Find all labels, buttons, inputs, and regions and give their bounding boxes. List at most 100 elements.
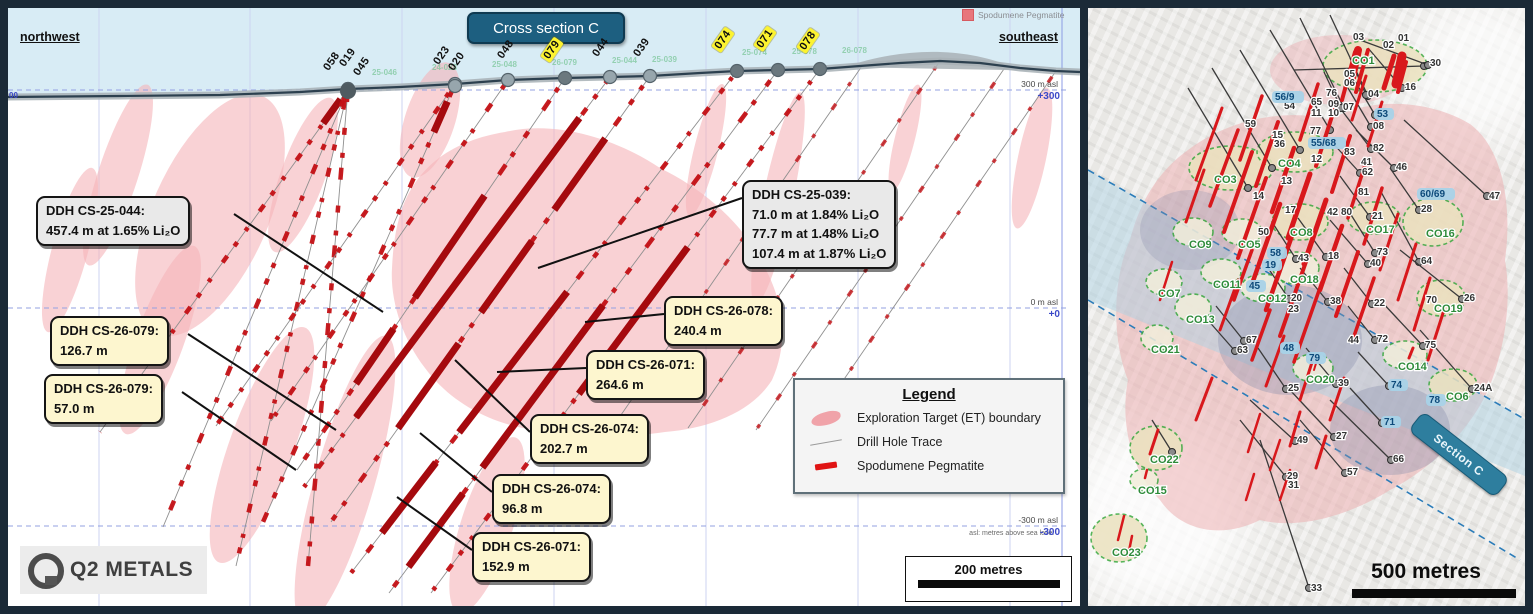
pegmatite-interval-dashes — [260, 83, 458, 523]
callout-line: 96.8 m — [502, 500, 543, 516]
pegmatite-interval-dashes — [98, 87, 350, 434]
pegmatite-intercept-bar — [353, 115, 583, 420]
map-drill-trace — [1323, 71, 1342, 109]
callout-line: 457.4 m at 1.65% Li₂O — [46, 222, 181, 238]
map-pegmatite-dike — [1194, 376, 1214, 422]
map-collar-dot — [1368, 300, 1376, 308]
marker-label-45: 45 — [1249, 281, 1261, 292]
target-label-CO3: CO3 — [1214, 174, 1237, 186]
drill-collar — [812, 61, 828, 77]
map-drill-trace — [1239, 49, 1301, 151]
callout-line: DDH CS-26-079: — [60, 323, 159, 338]
map-drill-trace — [1379, 299, 1424, 347]
map-drill-trace — [1249, 399, 1296, 442]
asl-footnote: asl: metres above sea level — [969, 530, 1054, 537]
map-drill-trace — [1403, 119, 1488, 197]
map-pegmatite-dike — [1246, 412, 1262, 454]
pegmatite-intercept-bar — [478, 238, 535, 315]
target-label-CO6: CO6 — [1446, 391, 1469, 403]
map-drill-trace — [1271, 221, 1297, 260]
marker-label-04: 04 — [1368, 89, 1380, 100]
ghost-hole-label: 26-079 — [552, 58, 577, 67]
target-label-CO23: CO23 — [1112, 547, 1141, 559]
target-label-CO11: CO11 — [1213, 279, 1241, 291]
pegmatite-intercept-bar — [379, 460, 439, 535]
map-pegmatite-dike — [1148, 428, 1160, 456]
marker-label-38: 38 — [1330, 296, 1342, 307]
marker-label-50: 50 — [1258, 227, 1270, 238]
target-label-CO7: CO7 — [1158, 288, 1181, 300]
map-pegmatite-dike — [1126, 534, 1134, 558]
map-drill-trace — [1419, 329, 1473, 390]
callout-line: DDH CS-26-074: — [540, 421, 639, 436]
direction-southeast: southeast — [998, 30, 1058, 44]
map-collar-dot — [1268, 164, 1276, 172]
map-collar-dot — [1168, 448, 1176, 456]
target-label-CO16: CO16 — [1426, 228, 1455, 240]
elevation-label: 300 m asl — [1021, 79, 1058, 89]
mini-legend-label: Spodumene Pegmatite — [978, 10, 1065, 20]
marker-label-39: 39 — [1338, 378, 1350, 389]
callout-leader-line — [454, 359, 531, 433]
callout-line: 107.4 m at 1.87% Li₂O — [752, 245, 887, 261]
map-pegmatite-dike — [1362, 186, 1384, 246]
marker-label-18: 18 — [1328, 251, 1340, 262]
callout-leader-line — [496, 367, 587, 373]
map-drill-trace — [1299, 267, 1329, 303]
target-ellipse-CO21 — [1140, 324, 1174, 352]
callout-leader-line — [233, 213, 384, 313]
map-drill-trace — [1347, 87, 1372, 128]
map-pegmatite-dike — [1350, 74, 1368, 122]
callout-DDHCS-26-074: DDH CS-26-074:202.7 m — [530, 414, 649, 464]
marker-pill-19 — [1262, 259, 1282, 271]
elevation-label: -300 m asl — [1018, 515, 1058, 525]
marker-label-47: 47 — [1489, 191, 1501, 202]
map-collar-dot — [1244, 184, 1252, 192]
marker-label-31: 31 — [1288, 480, 1300, 491]
marker-pill-79 — [1306, 352, 1326, 364]
elevation-tick: +0 — [1048, 309, 1060, 320]
drill-hole-trace — [270, 79, 509, 422]
marker-label-15: 15 — [1272, 130, 1284, 141]
marker-label-57: 57 — [1347, 467, 1359, 478]
marker-pill-58 — [1267, 247, 1287, 259]
map-pegmatite-dike — [1391, 51, 1407, 89]
map-drill-trace — [1269, 29, 1331, 131]
map-pegmatite-dike — [1381, 53, 1397, 91]
map-collar-dot — [1240, 337, 1248, 345]
map-drill-trace — [1259, 439, 1310, 589]
drill-trace-swatch-icon — [809, 438, 843, 446]
marker-label-01: 01 — [1398, 33, 1410, 44]
marker-label-74: 74 — [1391, 380, 1403, 391]
drill-collar — [557, 70, 573, 86]
map-drill-trace — [1339, 107, 1372, 150]
marker-label-63: 63 — [1237, 345, 1249, 356]
target-label-CO9: CO9 — [1189, 239, 1212, 251]
map-pegmatite-dike — [1412, 276, 1432, 332]
marker-label-29: 29 — [1287, 471, 1299, 482]
marker-label-28: 28 — [1421, 204, 1433, 215]
marker-label-10: 10 — [1328, 108, 1340, 119]
callout-line: 240.4 m — [674, 322, 722, 338]
et-blob — [888, 84, 922, 192]
marker-label-13: 13 — [1281, 176, 1293, 187]
map-pegmatite-dike — [1334, 250, 1360, 318]
drill-collar — [642, 68, 658, 84]
spodumene-swatch-icon — [809, 461, 843, 471]
drill-collar — [729, 63, 745, 79]
map-pegmatite-dike — [1378, 212, 1400, 272]
callout-line: 152.9 m — [482, 558, 530, 574]
map-pegmatite-dike — [1278, 254, 1310, 338]
marker-label-30: 30 — [1430, 58, 1442, 69]
map-drill-trace — [1357, 351, 1390, 387]
target-label-CO21: CO21 — [1151, 344, 1180, 356]
marker-label-44: 44 — [1348, 335, 1360, 346]
map-collar-dot — [1362, 91, 1370, 99]
target-label-CO15: CO15 — [1138, 485, 1167, 497]
map-pegmatite-dike — [1278, 468, 1292, 502]
map-pegmatite-dike — [1250, 308, 1272, 362]
pegmatite-intercept-bar — [353, 326, 397, 386]
map-collar-dot — [1367, 145, 1375, 153]
